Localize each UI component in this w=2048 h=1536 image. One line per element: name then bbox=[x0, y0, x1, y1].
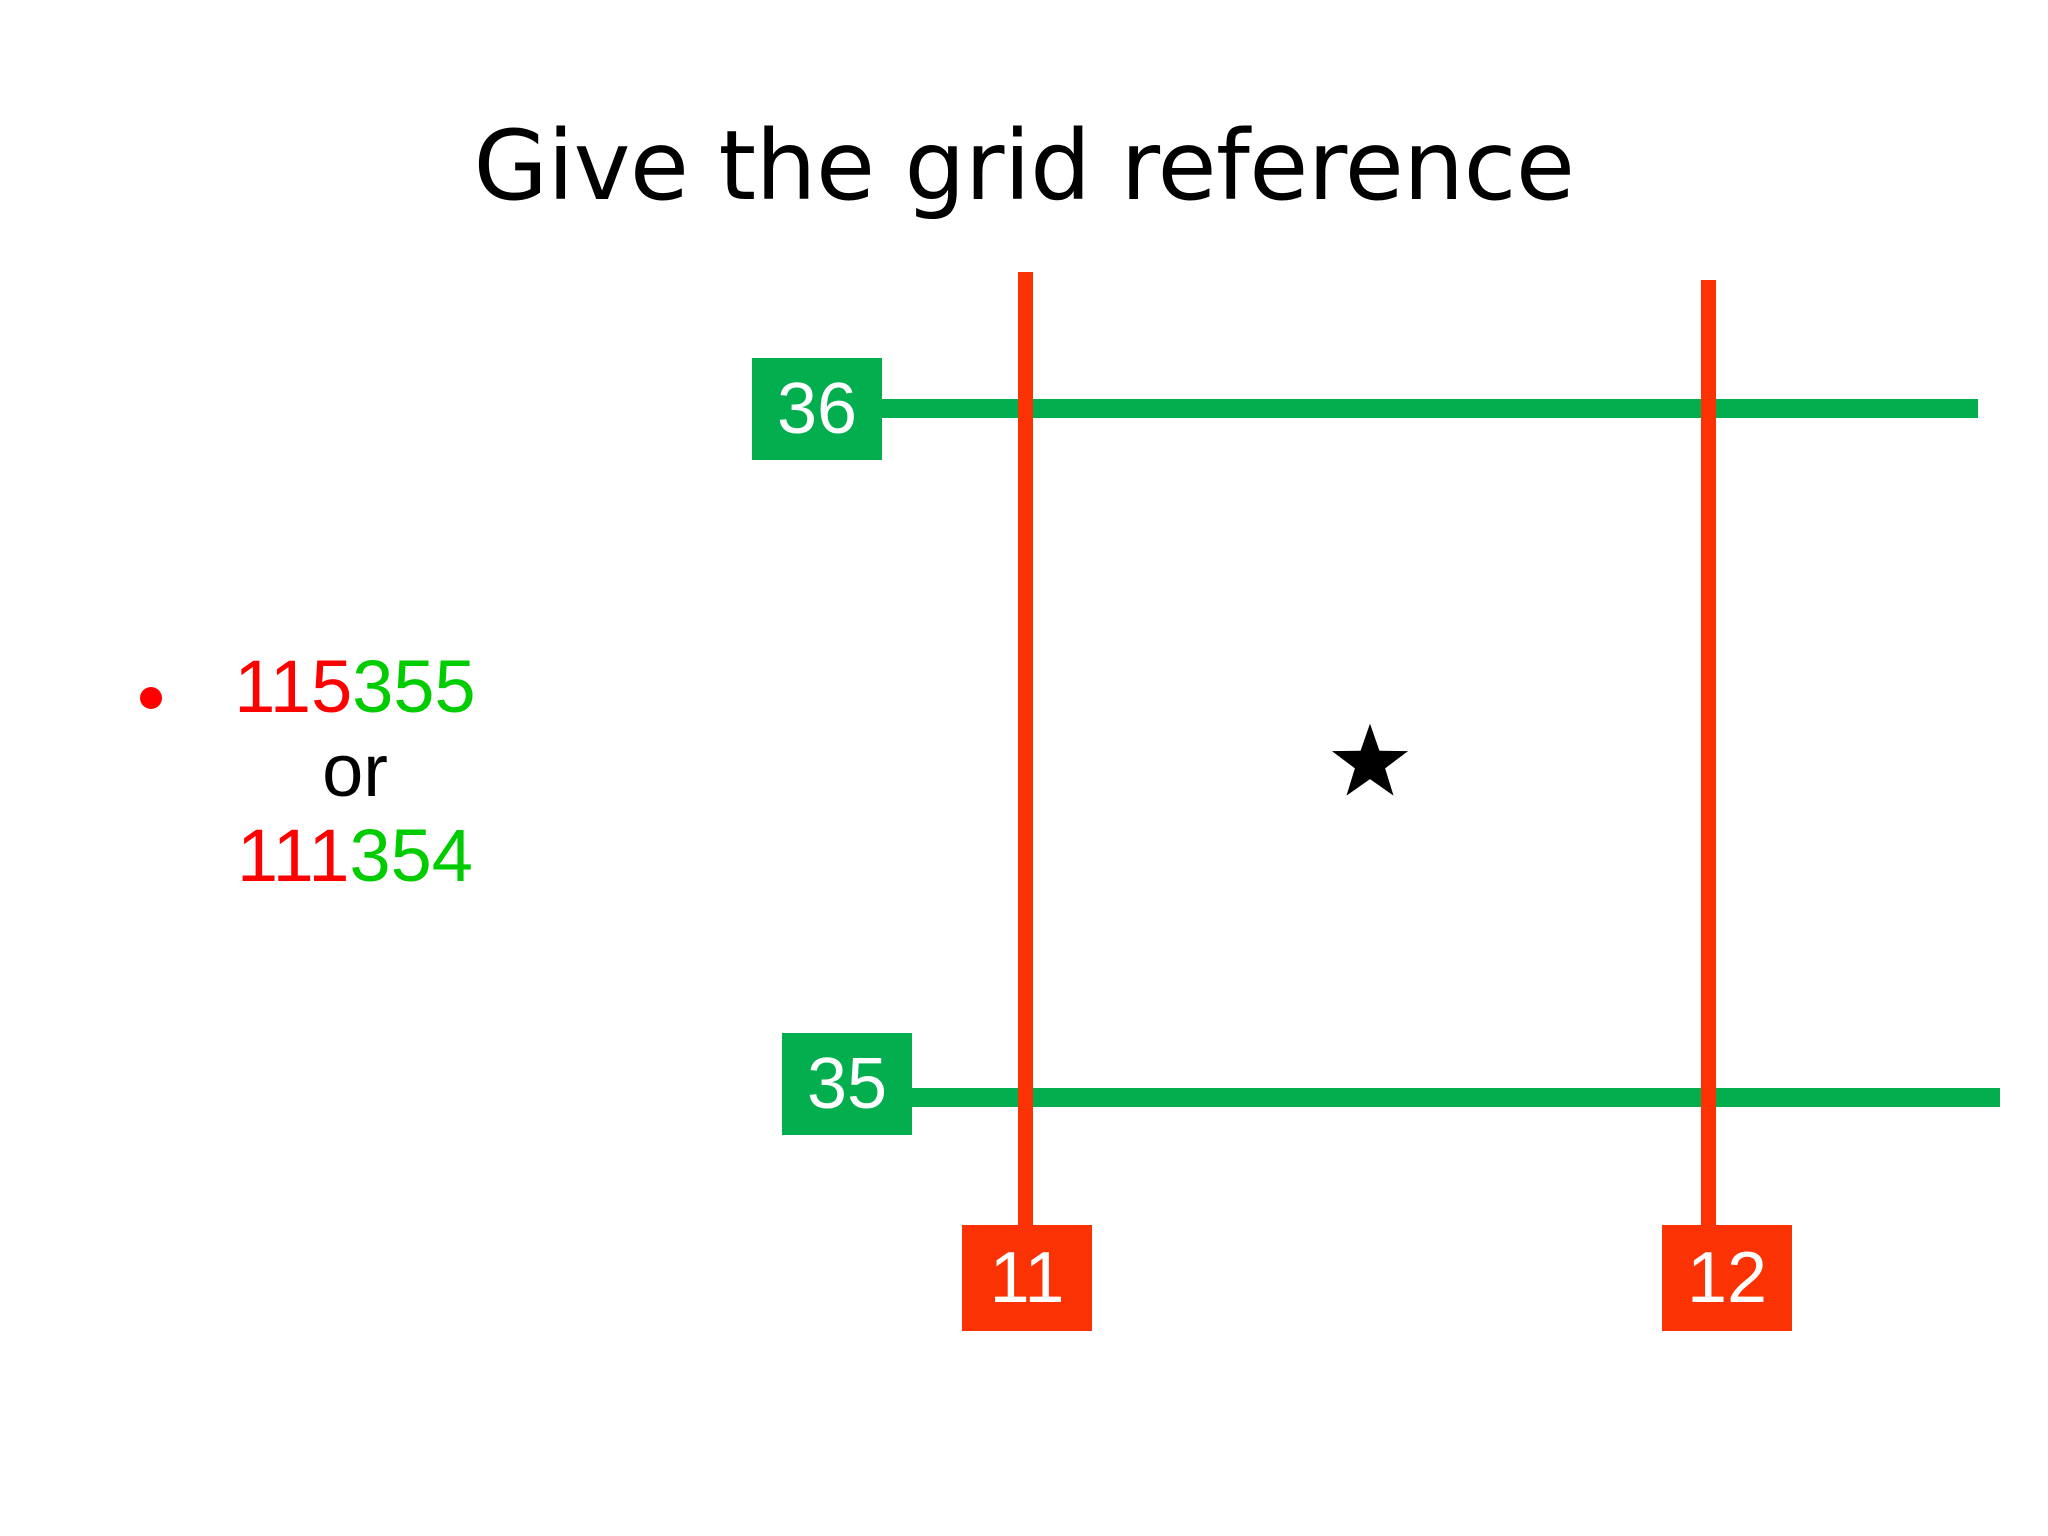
northing-label-36: 36 bbox=[752, 358, 882, 460]
northing-label-35: 35 bbox=[782, 1033, 912, 1135]
answer-line-1: 115355 bbox=[140, 645, 570, 729]
answer-1-northing: 355 bbox=[352, 645, 476, 728]
easting-label-12: 12 bbox=[1662, 1225, 1792, 1331]
answer-1-easting: 115 bbox=[234, 645, 353, 728]
bullet-dot-icon bbox=[140, 687, 162, 709]
answer-2-easting: 111 bbox=[237, 813, 350, 897]
answer-2-northing: 354 bbox=[349, 813, 473, 897]
easting-label-11: 11 bbox=[962, 1225, 1092, 1331]
answer-connector-label: or bbox=[322, 729, 388, 813]
northing-gridline-35 bbox=[909, 1088, 2000, 1107]
answer-line-2: 111354 bbox=[140, 814, 570, 898]
star-icon bbox=[1330, 722, 1410, 802]
easting-gridline-12 bbox=[1701, 280, 1716, 1272]
northing-gridline-36 bbox=[880, 399, 1978, 418]
easting-gridline-11 bbox=[1018, 272, 1033, 1272]
page-title: Give the grid reference bbox=[473, 110, 1575, 222]
answer-connector: or bbox=[140, 729, 570, 813]
answer-bullet-block: 115355 or 111354 bbox=[140, 645, 570, 898]
